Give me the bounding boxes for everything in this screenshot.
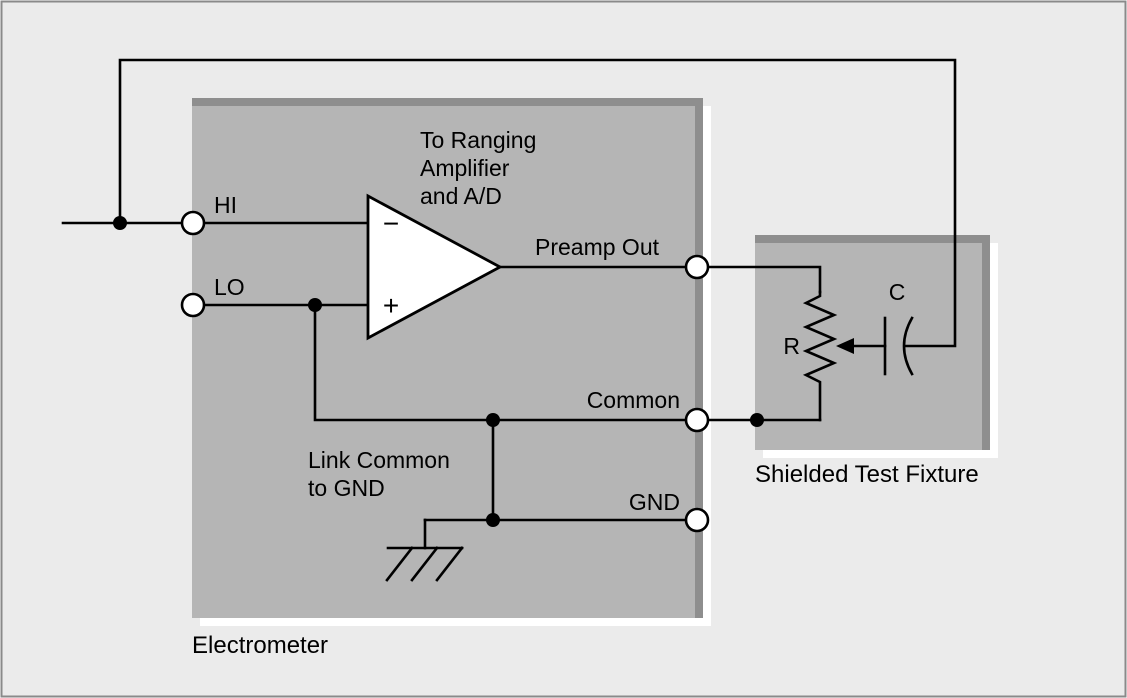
fixture-caption: Shielded Test Fixture xyxy=(755,461,979,488)
link-common-note: Link Common to GND xyxy=(308,447,450,501)
link-common-line1: Link Common xyxy=(308,447,450,473)
common-terminal xyxy=(684,407,710,433)
capacitor-plate-right xyxy=(902,316,914,376)
link-common-line2: to GND xyxy=(308,475,385,501)
hi-label: HI xyxy=(214,192,237,218)
wiper-arrow-icon xyxy=(836,338,854,354)
junction-dot-lo xyxy=(308,298,322,312)
opamp-minus-label: − xyxy=(383,208,399,239)
junction-dot-shield xyxy=(750,413,764,427)
junction-dot-input xyxy=(113,216,127,230)
to-ranging-line2: Amplifier xyxy=(420,155,510,181)
preamp-out-label: Preamp Out xyxy=(535,234,660,260)
to-ranging-note: To Ranging Amplifier and A/D xyxy=(420,127,536,209)
opamp: − + xyxy=(366,193,503,341)
preamp-out-terminal xyxy=(684,254,710,280)
electrometer-panel-body xyxy=(192,106,695,618)
opamp-plus-label: + xyxy=(383,290,399,321)
ground-icon xyxy=(385,518,464,582)
resistor-label: R xyxy=(783,333,800,359)
opamp-triangle xyxy=(366,193,503,341)
junction-dot-common xyxy=(486,413,500,427)
resistor xyxy=(802,290,838,422)
to-ranging-line1: To Ranging xyxy=(420,127,536,153)
gnd-label: GND xyxy=(629,489,680,515)
common-label: Common xyxy=(587,387,680,413)
hi-terminal xyxy=(180,210,206,236)
junction-dot-gnd xyxy=(486,513,500,527)
common-wire xyxy=(313,303,688,422)
preamp-to-resistor-wire xyxy=(706,265,822,294)
to-ranging-line3: and A/D xyxy=(420,183,502,209)
lo-label: LO xyxy=(214,274,245,300)
electrometer-caption: Electrometer xyxy=(192,632,328,659)
lo-terminal xyxy=(180,292,206,318)
capacitor-label: C xyxy=(889,279,906,305)
guard-feedback-wire xyxy=(118,58,957,348)
gnd-terminal xyxy=(684,507,710,533)
electrometer-panel xyxy=(192,98,711,626)
